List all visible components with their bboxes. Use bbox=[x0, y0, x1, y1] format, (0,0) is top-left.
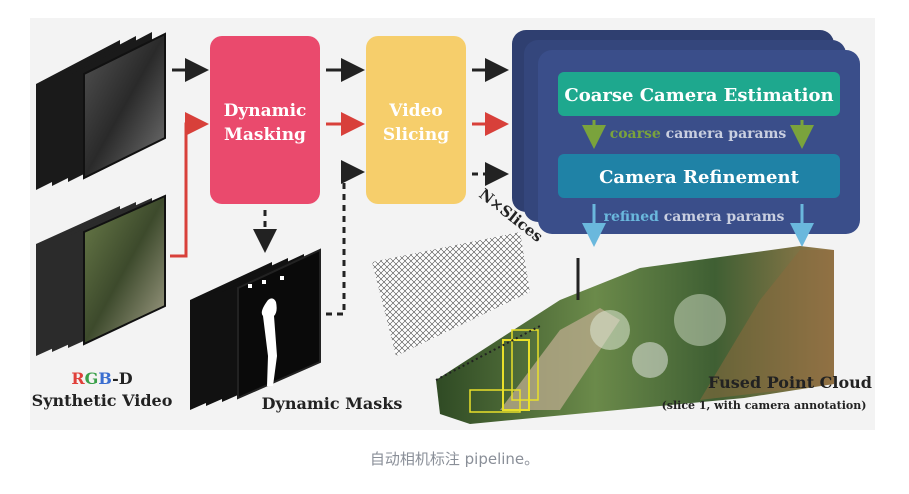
dynamic-masking-label-2: Masking bbox=[224, 125, 306, 145]
video-slicing-label-2: Slicing bbox=[383, 125, 449, 145]
refined-params-label: refined camera params bbox=[604, 209, 785, 225]
coarse-params-label: coarse camera params bbox=[610, 126, 787, 142]
camera-refinement-label: Camera Refinement bbox=[599, 167, 800, 188]
synthetic-video-label: Synthetic Video bbox=[32, 391, 173, 410]
fused-point-cloud-subtitle: (slice 1, with camera annotation) bbox=[662, 399, 867, 412]
video-slicing-box bbox=[366, 36, 466, 204]
arrow-masks-to-slicing bbox=[326, 160, 365, 316]
fused-point-cloud-image bbox=[372, 232, 834, 424]
person-silhouette bbox=[261, 298, 277, 386]
depth-frame-stack bbox=[36, 194, 166, 356]
dynamic-masking-label-1: Dynamic bbox=[224, 101, 307, 121]
rgbd-label: RGB-D bbox=[71, 369, 132, 388]
arrow-depth-to-masking bbox=[170, 112, 209, 258]
camera-refinement-box bbox=[558, 154, 840, 198]
video-slicing-label-1: Video bbox=[388, 101, 442, 121]
figure-caption: 自动相机标注 pipeline。 bbox=[369, 450, 540, 468]
dynamic-masking-box bbox=[210, 36, 320, 204]
fused-point-cloud-label: Fused Point Cloud bbox=[708, 373, 872, 392]
coarse-camera-estimation-box bbox=[558, 72, 840, 116]
coarse-camera-estimation-label: Coarse Camera Estimation bbox=[564, 85, 833, 106]
rgb-frame-stack bbox=[36, 32, 166, 190]
dynamic-masks-label: Dynamic Masks bbox=[262, 394, 403, 413]
mask-frame-stack bbox=[190, 248, 321, 410]
